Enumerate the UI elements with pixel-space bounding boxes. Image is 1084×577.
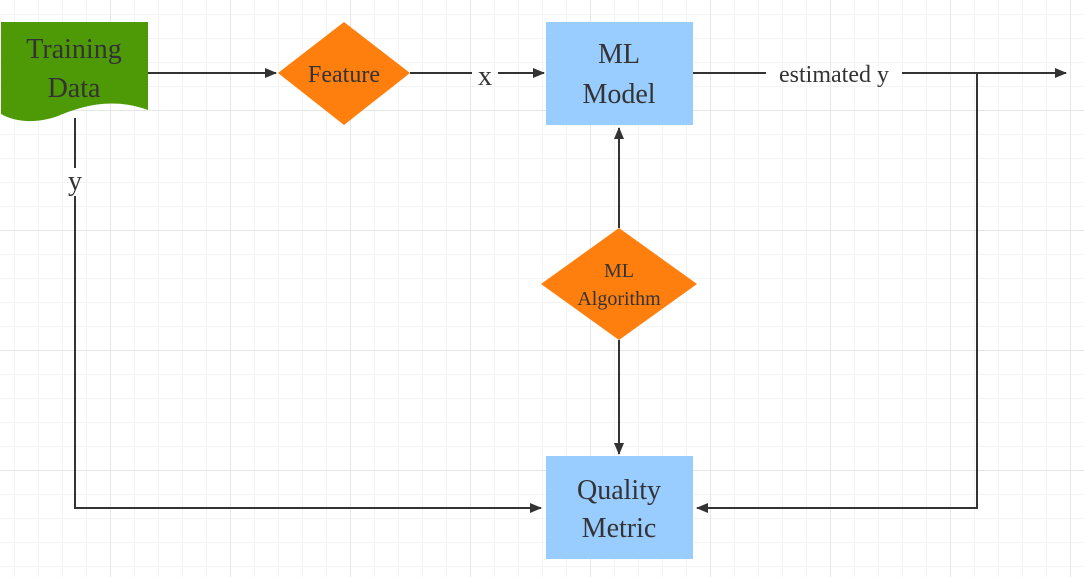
ml-model-label-line1: ML [598, 39, 640, 70]
edge-y-to-metric [74, 196, 542, 513]
ml-algorithm-label-line1: ML [604, 260, 634, 282]
training-data-label-line2: Data [48, 73, 101, 104]
quality-metric-label-line1: Quality [577, 475, 661, 506]
ml-model-label-line2: Model [582, 79, 655, 110]
training-data-node: Training Data [1, 22, 148, 122]
edge-estimated-y-to-metric [696, 73, 978, 513]
ml-algorithm-label-line2: Algorithm [577, 288, 661, 310]
edge-label-y: y [68, 166, 82, 197]
training-data-shape [1, 22, 148, 122]
training-data-label-line1: Training [26, 34, 121, 65]
feature-shape [278, 22, 410, 125]
edge-label-estimated-y: estimated y [779, 62, 889, 88]
quality-metric-node: Quality Metric [546, 456, 693, 559]
quality-metric-label-line2: Metric [582, 513, 657, 544]
feature-label: Feature [308, 62, 380, 88]
quality-metric-shape [546, 456, 693, 559]
ml-model-shape [546, 22, 693, 125]
ml-algorithm-shape [541, 228, 697, 340]
feature-node: Feature [278, 22, 410, 125]
ml-algorithm-node: ML Algorithm [541, 228, 697, 340]
ml-model-node: ML Model [546, 22, 693, 125]
edge-label-x: x [478, 61, 492, 92]
